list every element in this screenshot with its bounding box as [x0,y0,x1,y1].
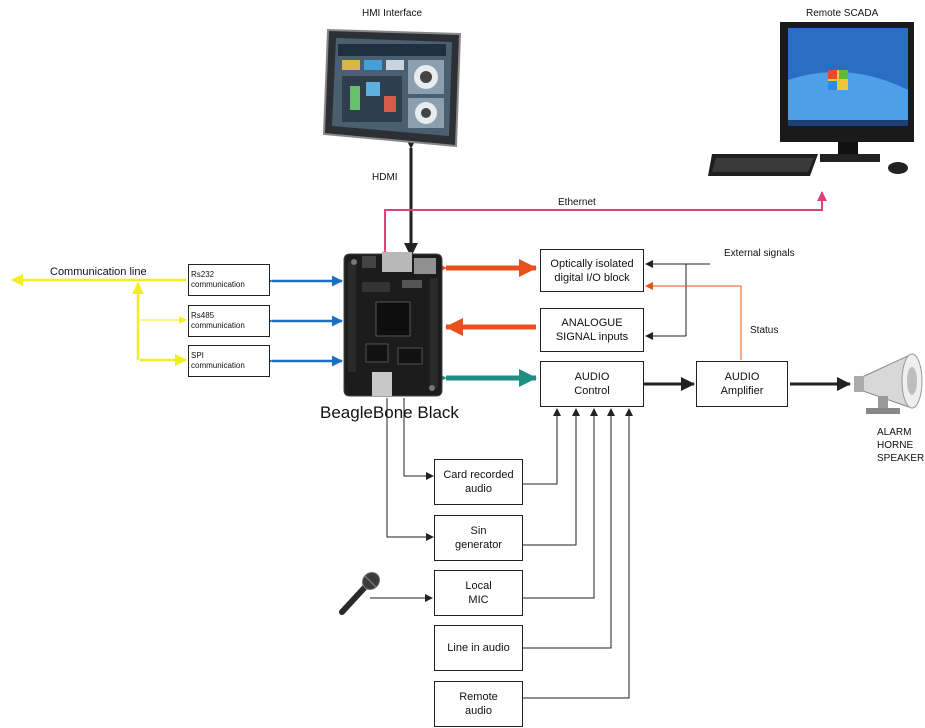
rs485-title: Rs485 [191,311,215,320]
digital-io-line2: digital I/O block [554,271,630,284]
microphone-icon [336,570,384,623]
local-mic-block: Local MIC [434,570,523,616]
alarm-horn-speaker-label: ALARM HORNE SPEAKER [877,426,924,465]
analogue-line2: SIGNAL inputs [555,331,629,343]
linein-to-control [523,408,615,649]
board-to-sin [386,398,434,541]
mic-to-control [523,408,598,599]
horn-speaker-icon [852,350,925,425]
hdmi-label: HDMI [372,172,398,183]
remote-scada-label: Remote SCADA [806,8,879,19]
beaglebone-board-icon [342,252,444,403]
status-line [645,282,742,360]
hmi-touch-panel-icon [322,26,466,155]
rs232-title: Rs232 [191,270,215,279]
audio-control-line1: AUDIO [574,371,610,383]
alarm-line1: ALARM [877,427,912,438]
board-to-card [403,398,434,480]
remote-line2: audio [465,705,492,717]
rs485-subtitle: communication [191,321,245,330]
spi-communication-box: SPI communication [188,345,270,377]
digital-io-block: Optically isolated digital I/O block [540,249,644,292]
audio-control-line2: Control [574,385,610,397]
alarm-line2: HORNE [877,440,914,451]
mic-line2: MIC [468,594,489,606]
card-to-control [523,408,561,485]
line-in-text: Line in audio [447,642,510,654]
remote-to-control [523,408,633,699]
amplifier-line1: AUDIO [724,371,760,383]
amplifier-line2: Amplifier [720,385,764,397]
hmi-interface-label: HMI Interface [362,8,423,19]
line-in-audio-block: Line in audio [434,625,523,671]
ethernet-line [380,191,827,259]
status-label: Status [750,325,779,336]
rs232-subtitle: communication [191,280,245,289]
beaglebone-black-label: BeagleBone Black [320,403,459,422]
remote-line1: Remote [459,691,498,703]
communication-line-label: Communication line [50,266,147,278]
sin-generator-block: Sin generator [434,515,523,561]
audio-amplifier-block: AUDIO Amplifier [696,361,788,407]
external-signals-label: External signals [724,248,795,259]
spi-title: SPI [191,351,204,360]
card-line2: audio [465,483,492,495]
analogue-signal-block: ANALOGUE SIGNAL inputs [540,308,644,352]
remote-audio-block: Remote audio [434,681,523,727]
alarm-line3: SPEAKER [877,453,925,464]
digital-io-line1: Optically isolated [550,257,634,270]
desktop-computer-icon [708,20,918,191]
audio-control-block: AUDIO Control [540,361,644,407]
card-line1: Card recorded [443,469,514,481]
ethernet-label: Ethernet [558,197,596,208]
spi-subtitle: communication [191,361,245,370]
sin-to-control [523,408,580,546]
analogue-line1: ANALOGUE [561,317,623,329]
mic-line1: Local [465,580,492,592]
sin-line1: Sin [470,525,487,537]
rs485-communication-box: Rs485 communication [188,305,270,337]
rs232-communication-box: Rs232 communication [188,264,270,296]
sin-line2: generator [454,539,503,551]
card-recorded-audio-block: Card recorded audio [434,459,523,505]
